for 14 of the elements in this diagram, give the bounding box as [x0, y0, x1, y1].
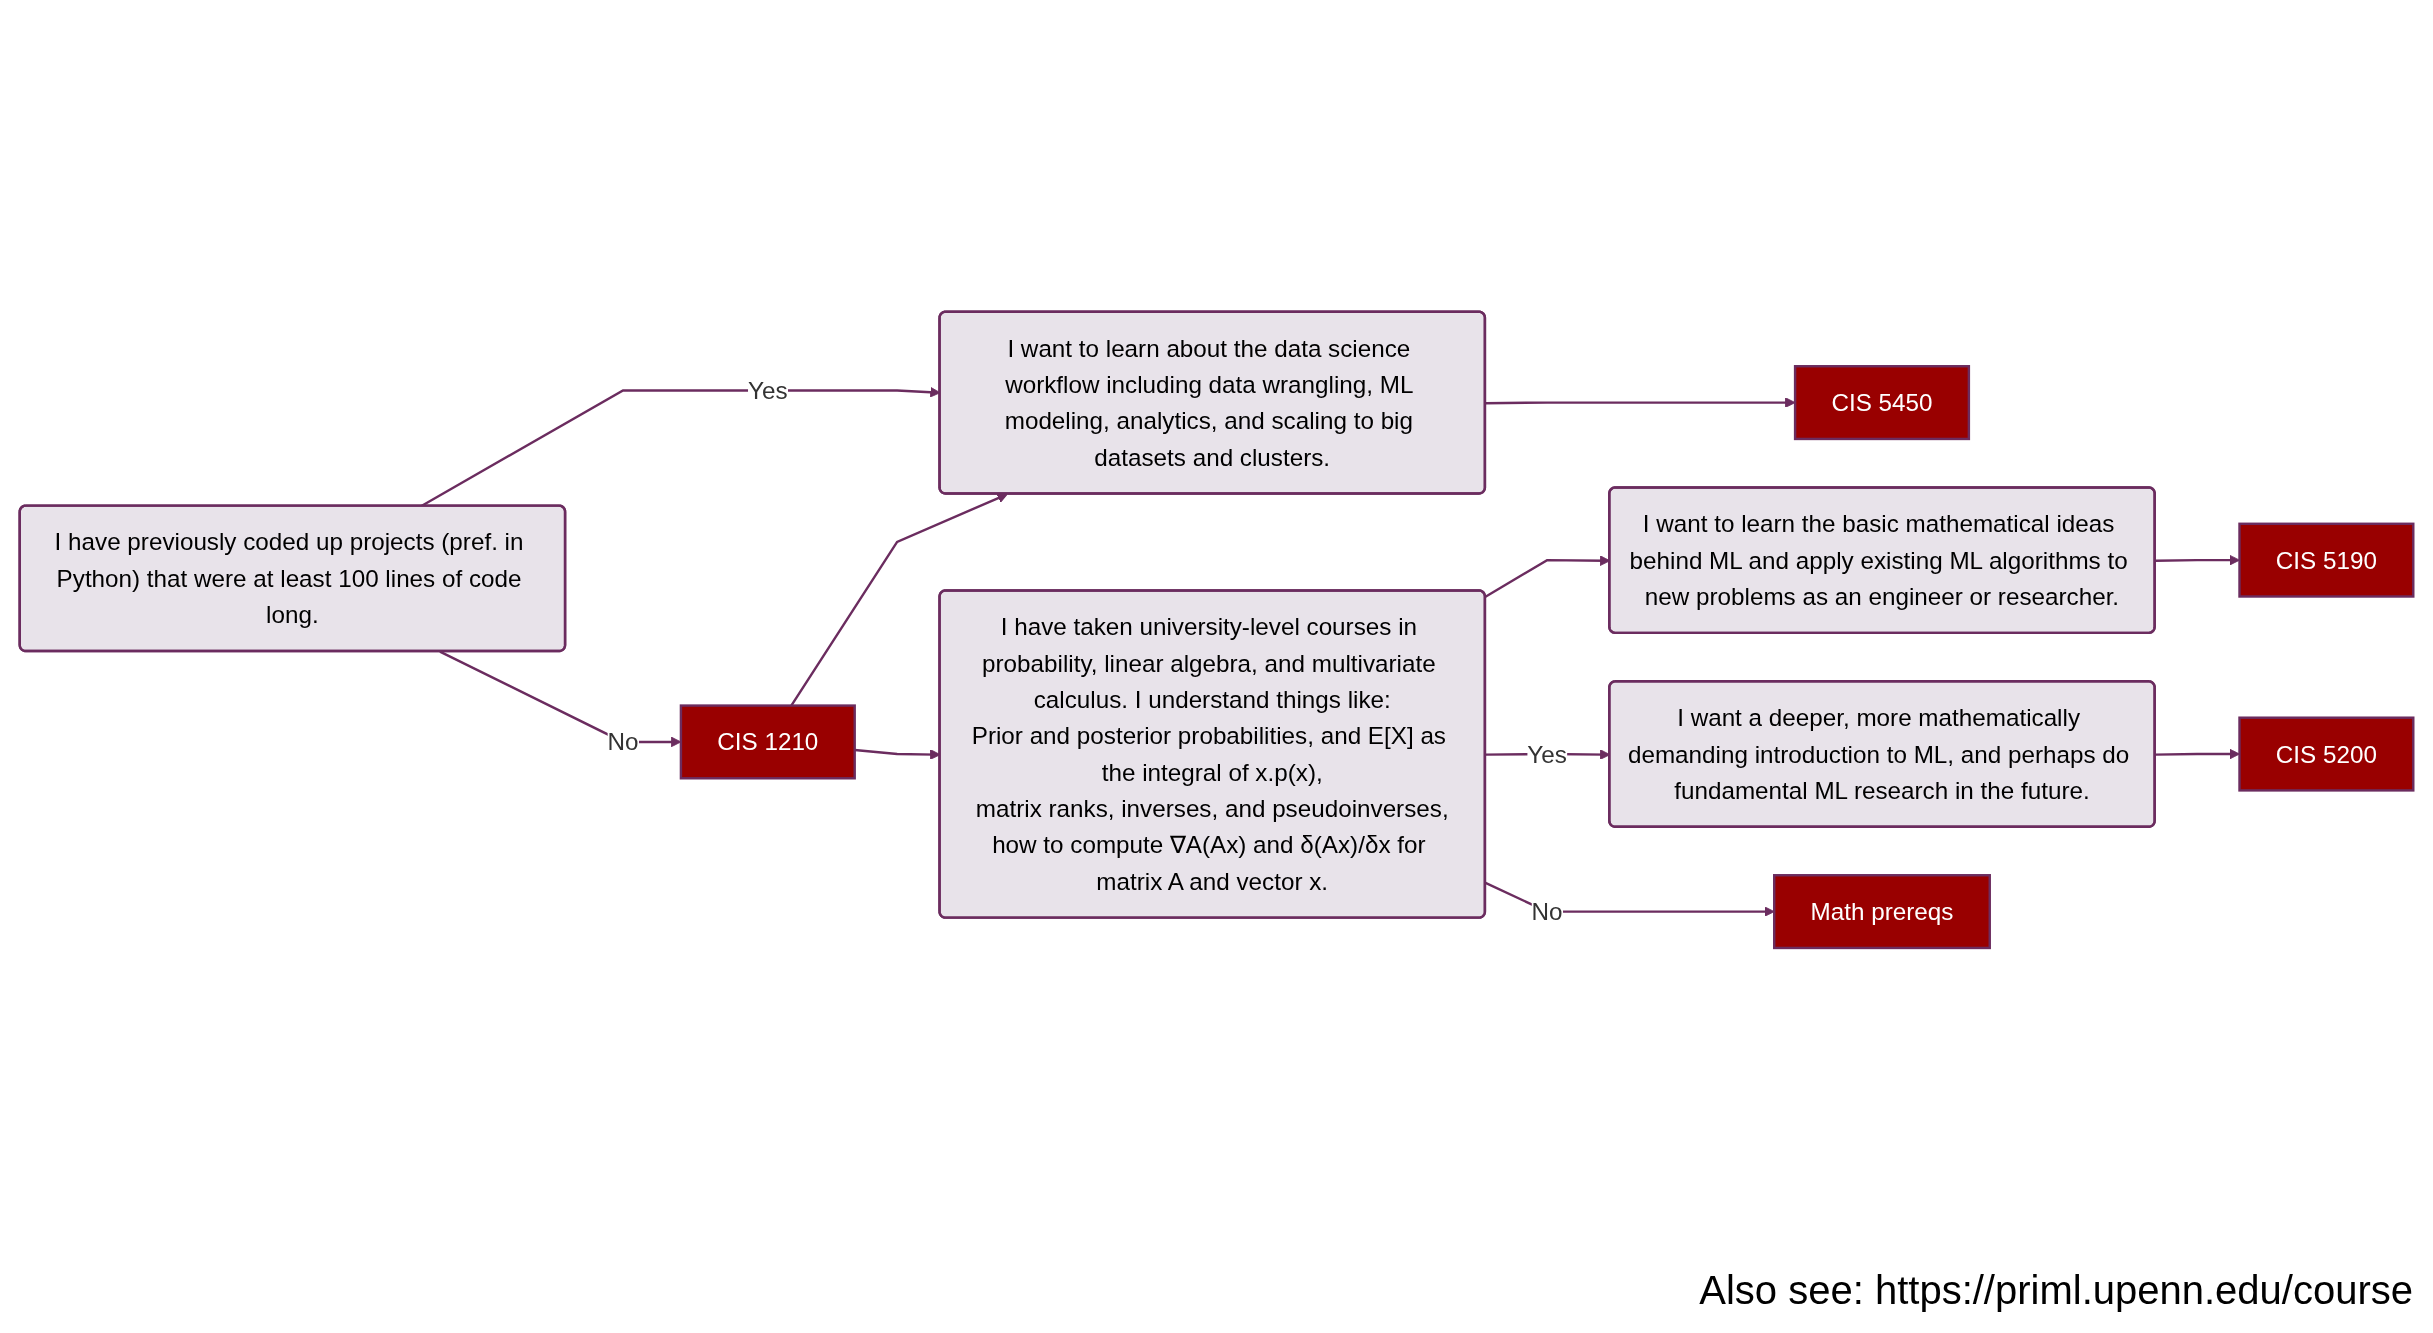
arrow	[2155, 748, 2240, 760]
edge-label: Yes	[1527, 740, 1567, 768]
arrow	[2155, 555, 2240, 566]
node-box: CIS 5200	[2238, 716, 2415, 792]
node-box: CIS 5190	[2238, 522, 2415, 598]
edge-label: No	[1531, 898, 1563, 926]
edge-label: No	[607, 728, 639, 756]
node-box: Math prereqs	[1773, 874, 1991, 950]
edge-label: Yes	[748, 377, 788, 404]
arrow	[1485, 397, 1796, 409]
node-box: CIS 5450	[1793, 365, 1971, 441]
note-text: Also see: https://priml.upenn.edu/course	[1699, 1268, 2413, 1312]
arrow	[1485, 882, 1775, 918]
node-box: CIS 1210	[679, 704, 856, 780]
